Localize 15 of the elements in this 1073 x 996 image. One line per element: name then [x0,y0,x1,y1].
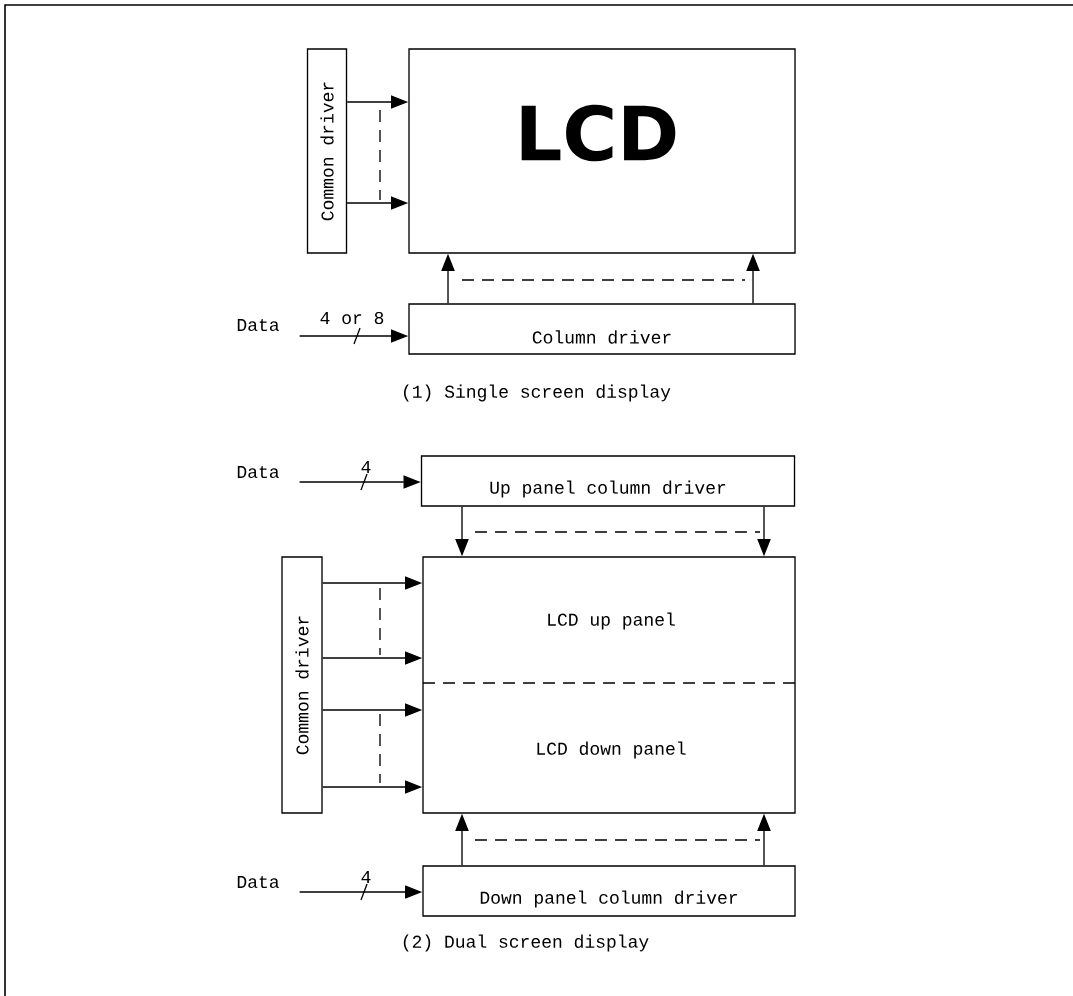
signal-label: Data [237,465,279,479]
driver-box: Column driver [408,303,796,355]
lcd-panel-box: LCD up panel LCD down panel [422,556,796,814]
driver-box: Common driver [306,48,348,254]
bus-width-label: 4 or 8 [320,311,384,325]
lcd-box: LCD [408,48,796,254]
driver-box: Up panel column driver [420,455,796,507]
caption: (1) Single screen display [404,384,671,402]
driver-box: Down panel column driver [422,865,796,917]
caption: (2) Dual screen display [403,934,649,952]
driver-box: Common driver [281,556,323,814]
signal-label: Data [237,875,279,889]
signal-label: Data [237,318,279,332]
bus-width-label: 4 [361,461,371,473]
bus-width-label: 4 [361,871,371,883]
